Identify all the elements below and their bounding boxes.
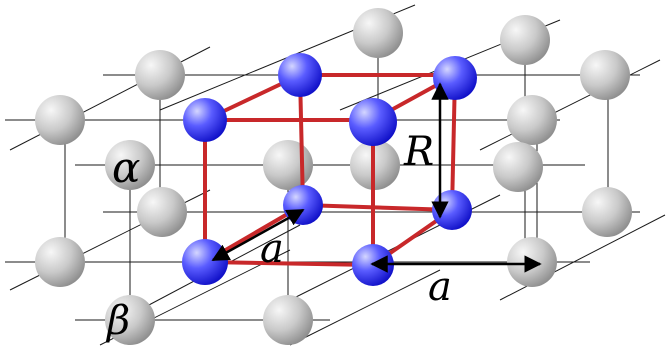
gray-atom — [263, 140, 313, 190]
blue-atom — [432, 190, 472, 230]
gray-atom — [35, 237, 85, 287]
gray-atom — [105, 140, 155, 190]
gray-atom — [353, 8, 403, 58]
cell-edge — [301, 203, 454, 212]
label-a-diagonal: a — [260, 226, 284, 272]
gray-atom — [263, 295, 313, 345]
label-a-horizontal: a — [428, 264, 452, 310]
blue-atom — [183, 98, 227, 142]
blue-atom — [349, 98, 397, 146]
cell-edge — [203, 260, 375, 267]
label-beta: β — [105, 298, 130, 344]
lattice-line — [479, 59, 661, 151]
label-alpha: α — [112, 143, 140, 192]
gray-atom — [137, 187, 187, 237]
blue-atom — [278, 53, 322, 97]
arrow-a-diagonal — [211, 208, 305, 262]
gray-atom — [507, 237, 557, 287]
label-R: R — [403, 129, 434, 175]
gray-atom — [105, 295, 155, 345]
dimension-arrows — [211, 82, 542, 273]
gray-atom — [500, 15, 550, 65]
gray-atom — [493, 142, 543, 192]
gray-atom — [135, 50, 185, 100]
gray-atom — [507, 95, 557, 145]
gray-atom — [580, 50, 630, 100]
gray-atom — [582, 187, 632, 237]
lattice-line — [289, 269, 441, 346]
lattice-lines — [5, 4, 666, 346]
blue-atom — [182, 239, 228, 285]
gray-atom — [35, 95, 85, 145]
